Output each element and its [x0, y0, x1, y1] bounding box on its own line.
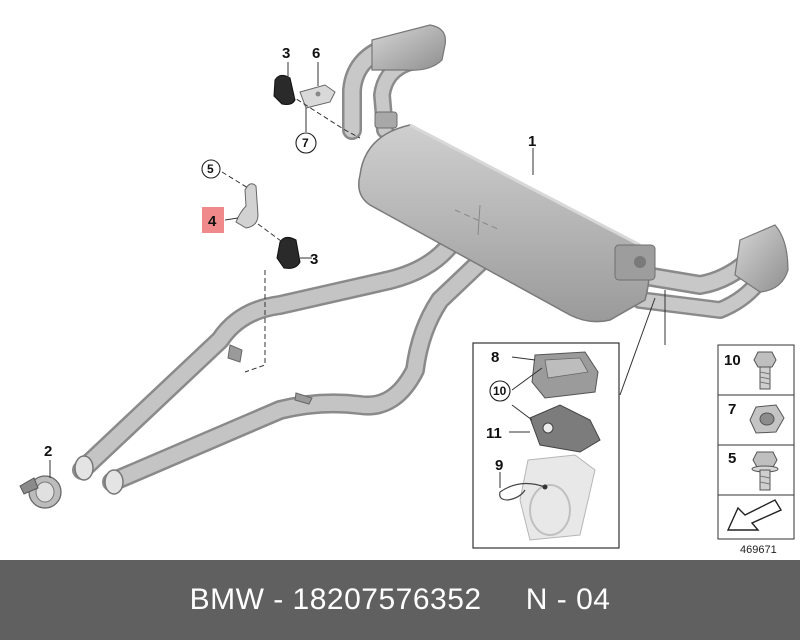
callout-7: 7 — [302, 136, 309, 150]
callout-2: 2 — [44, 443, 52, 460]
legend-number-flange-bolt: 5 — [728, 450, 736, 467]
callout-3-upper: 3 — [282, 45, 290, 62]
pipe-flange — [374, 111, 398, 129]
rubber-mount-3-lower — [276, 236, 301, 269]
detail-inset — [472, 342, 620, 549]
callout-3-lower: 3 — [310, 251, 318, 268]
callout-4: 4 — [208, 213, 217, 230]
leader-lines — [49, 62, 666, 478]
footer-bar: BMW - 18207576352 N - 04 — [0, 560, 800, 640]
tailpipe-tip-upper — [371, 24, 447, 71]
callout-6: 6 — [312, 45, 320, 62]
callouts: 1 2 3 3 4 5 6 7 8 10 11 9 10 7 5 469671 — [44, 45, 777, 556]
callout-10-circle — [489, 380, 511, 402]
legend-number-nut: 7 — [728, 401, 736, 418]
callout-1: 1 — [528, 133, 536, 150]
callout-5-circle — [201, 159, 221, 179]
tailpipe-tip-right — [734, 224, 789, 293]
front-pipes — [72, 35, 769, 492]
bracket-6 — [299, 84, 336, 109]
exhaust-diagram: 1 2 3 3 4 5 6 7 8 10 11 9 10 7 5 469671 — [19, 24, 795, 556]
nut-icon — [749, 404, 785, 434]
callout-10: 10 — [493, 384, 507, 398]
callout-9: 9 — [495, 457, 503, 474]
flange-bolt-icon — [751, 451, 779, 491]
pipe-hanger-2 — [294, 392, 313, 405]
callout-11: 11 — [486, 425, 502, 442]
pipe-end-right — [104, 469, 124, 495]
callout-4-highlight — [202, 207, 224, 233]
view-direction-icon — [726, 499, 783, 531]
clamp-2 — [19, 475, 62, 509]
rear-muffler — [358, 123, 656, 323]
bracket-4 — [235, 183, 259, 229]
bolt-icon — [753, 351, 777, 390]
callout-8: 8 — [491, 349, 499, 366]
callout-5: 5 — [207, 162, 214, 176]
callout-7-circle — [295, 132, 317, 154]
part-number-text: BMW - 18207576352 N - 04 — [189, 583, 611, 616]
legend-number-bolt: 10 — [724, 352, 741, 369]
pipe-end-left — [74, 455, 94, 481]
pipe-hanger — [227, 344, 243, 363]
reference-number: 469671 — [740, 544, 777, 556]
hardware-legend — [717, 344, 795, 540]
rubber-mount-3-upper — [273, 74, 296, 105]
